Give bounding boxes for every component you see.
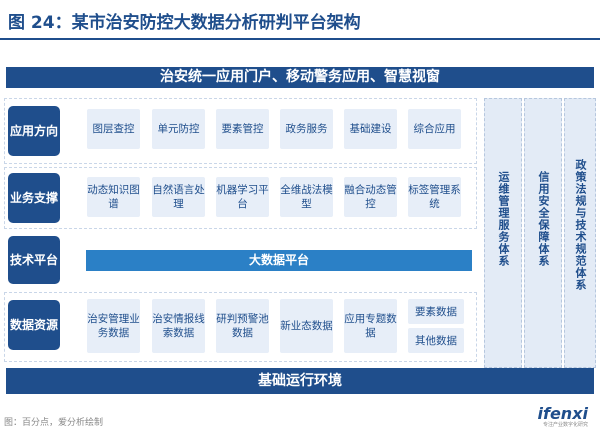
- logo-tagline: 专注产业数字化研究: [542, 422, 588, 428]
- data-stack-cell: 其他数据: [408, 328, 464, 353]
- app-cell: 综合应用: [408, 109, 461, 149]
- data-stack-cell: 要素数据: [408, 299, 464, 324]
- big-data-platform-bar: 大数据平台: [86, 250, 472, 271]
- business-cell: 动态知识图谱: [87, 177, 140, 217]
- technology-label: 技术平台: [8, 236, 60, 284]
- figure-title: 图 24：某市治安防控大数据分析研判平台架构: [8, 13, 361, 33]
- ops-management-label: 运维管理服务体系: [497, 171, 510, 267]
- data-cell: 新业态数据: [280, 299, 333, 353]
- credit-security-column: 信用安全保障体系: [524, 98, 562, 368]
- title-divider: [0, 38, 600, 40]
- data-cell: 治安情报线索数据: [152, 299, 205, 353]
- data-label: 数据资源: [8, 300, 60, 350]
- policy-standards-label: 政策法规与技术规范体系: [574, 159, 587, 291]
- business-cell: 融合动态管控: [344, 177, 397, 217]
- app-cell: 基础建设: [344, 109, 397, 149]
- app-cell: 图层查控: [87, 109, 140, 149]
- application-label: 应用方向: [8, 106, 60, 156]
- business-cell: 机器学习平台: [216, 177, 269, 217]
- app-cell: 要素管控: [216, 109, 269, 149]
- business-cell: 标签管理系统: [408, 177, 461, 217]
- app-cell: 政务服务: [280, 109, 333, 149]
- app-cell: 单元防控: [152, 109, 205, 149]
- ifenxi-logo: ifenxi 专注产业数字化研究: [538, 406, 589, 429]
- policy-standards-column: 政策法规与技术规范体系: [564, 98, 596, 368]
- ops-management-column: 运维管理服务体系: [484, 98, 522, 368]
- logo-wordmark: ifenxi: [537, 404, 589, 423]
- credit-security-label: 信用安全保障体系: [537, 171, 550, 267]
- infrastructure-banner: 基础运行环境: [6, 368, 594, 394]
- business-label: 业务支撑: [8, 173, 60, 223]
- data-cell: 应用专题数据: [344, 299, 397, 353]
- data-cell: 治安管理业务数据: [87, 299, 140, 353]
- business-cell: 全维战法模型: [280, 177, 333, 217]
- portal-banner: 治安统一应用门户、移动警务应用、智慧视窗: [6, 67, 594, 88]
- data-cell: 研判预警池数据: [216, 299, 269, 353]
- source-note: 图：百分点，爱分析绘制: [4, 418, 104, 428]
- business-cell: 自然语言处理: [152, 177, 205, 217]
